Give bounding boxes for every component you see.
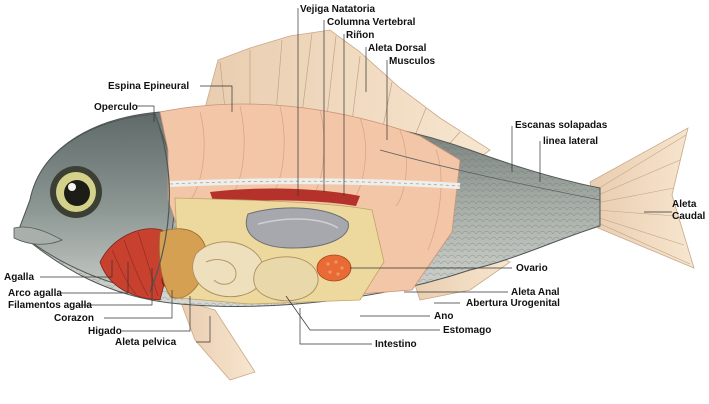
label-abertura-urogenital: Abertura Urogenital	[466, 298, 560, 309]
label-higado: Higado	[88, 326, 122, 337]
label-aleta-anal: Aleta Anal	[511, 287, 560, 298]
swim-bladder	[245, 207, 349, 249]
leader-lines	[40, 8, 672, 345]
label-intestino: Intestino	[375, 339, 417, 350]
intestine	[253, 256, 319, 302]
vertebral-column	[169, 178, 461, 189]
label-rinon: Riñon	[346, 30, 374, 41]
label-ano: Ano	[434, 311, 453, 322]
kidney	[210, 188, 360, 206]
label-operculo: Operculo	[94, 102, 138, 113]
ovary	[316, 254, 352, 282]
label-agalla: Agalla	[4, 272, 34, 283]
label-musculos: Musculos	[389, 56, 436, 67]
mouth	[13, 226, 63, 245]
label-columna-vertebral: Columna Vertebral	[327, 17, 416, 28]
pelvic-fin	[179, 299, 256, 381]
label-aleta-dorsal: Aleta Dorsal	[368, 43, 427, 54]
label-escanas-solapadas: Escanas solapadas	[515, 120, 608, 131]
label-aleta-caudal-2: Caudal	[672, 211, 706, 222]
label-arco-agalla: Arco agalla	[8, 288, 62, 299]
label-estomago: Estomago	[443, 325, 491, 336]
label-filamentos-agalla: Filamentos agalla	[8, 300, 92, 311]
label-ovario: Ovario	[516, 263, 548, 274]
label-aleta-pelvica: Aleta pelvica	[115, 337, 177, 348]
caudal-fin	[589, 127, 695, 269]
label-corazon: Corazon	[54, 313, 94, 324]
label-aleta-caudal-1: Aleta	[672, 199, 697, 210]
label-linea-lateral: linea lateral	[543, 136, 598, 147]
liver	[158, 228, 207, 299]
label-espina-epineural: Espina Epineural	[108, 81, 189, 92]
label-vejiga-natatoria: Vejiga Natatoria	[300, 4, 375, 15]
